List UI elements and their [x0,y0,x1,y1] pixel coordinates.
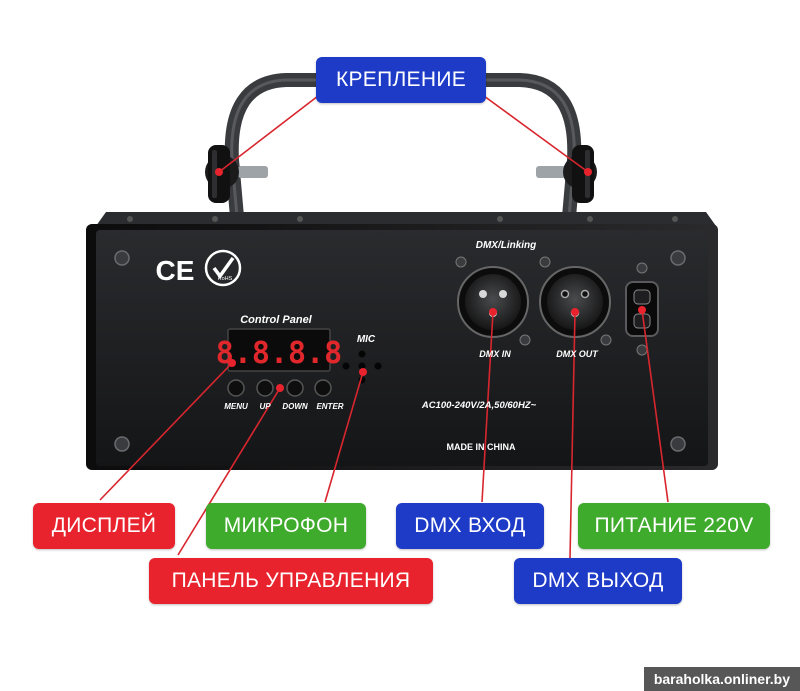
dmx-out-connector [539,256,612,346]
power-spec-text: AC100-240V/2A,50/60HZ~ [421,400,537,411]
dmx-out-text: DMX OUT [556,349,599,359]
callout-dots [215,168,646,392]
made-in-text: MADE IN CHINA [447,442,516,452]
dmx-linking-text: DMX/Linking [476,240,537,251]
label-display: ДИСПЛЕЙ [33,503,175,549]
mic-holes [342,350,382,384]
control-panel-text: Control Panel [240,314,312,326]
ce-mark: CE [156,255,195,286]
mic-text: MIC [357,334,376,345]
rohs-mark: RoHS [218,276,233,282]
button-label-enter: ENTER [316,402,343,411]
label-microphone: МИКРОФОН [206,503,366,549]
label-control-panel: ПАНЕЛЬ УПРАВЛЕНИЯ [149,558,433,604]
control-buttons [227,379,332,397]
label-mount: КРЕПЛЕНИЕ [316,57,486,103]
led-display-housing [227,328,331,372]
button-label-up: UP [259,402,271,411]
watermark: baraholka.onliner.by [643,667,800,691]
button-label-menu: MENU [224,402,248,411]
callout-lines [99,95,669,559]
label-dmx-in: DMX ВХОД [396,503,544,549]
certification-marks [204,249,242,287]
label-dmx-out: DMX ВЫХОД [514,558,682,604]
label-power: ПИТАНИЕ 220V [578,503,770,549]
button-label-down: DOWN [282,402,308,411]
led-display-readout: 8.8.8.8 [216,336,342,371]
dmx-in-text: DMX IN [479,349,511,359]
